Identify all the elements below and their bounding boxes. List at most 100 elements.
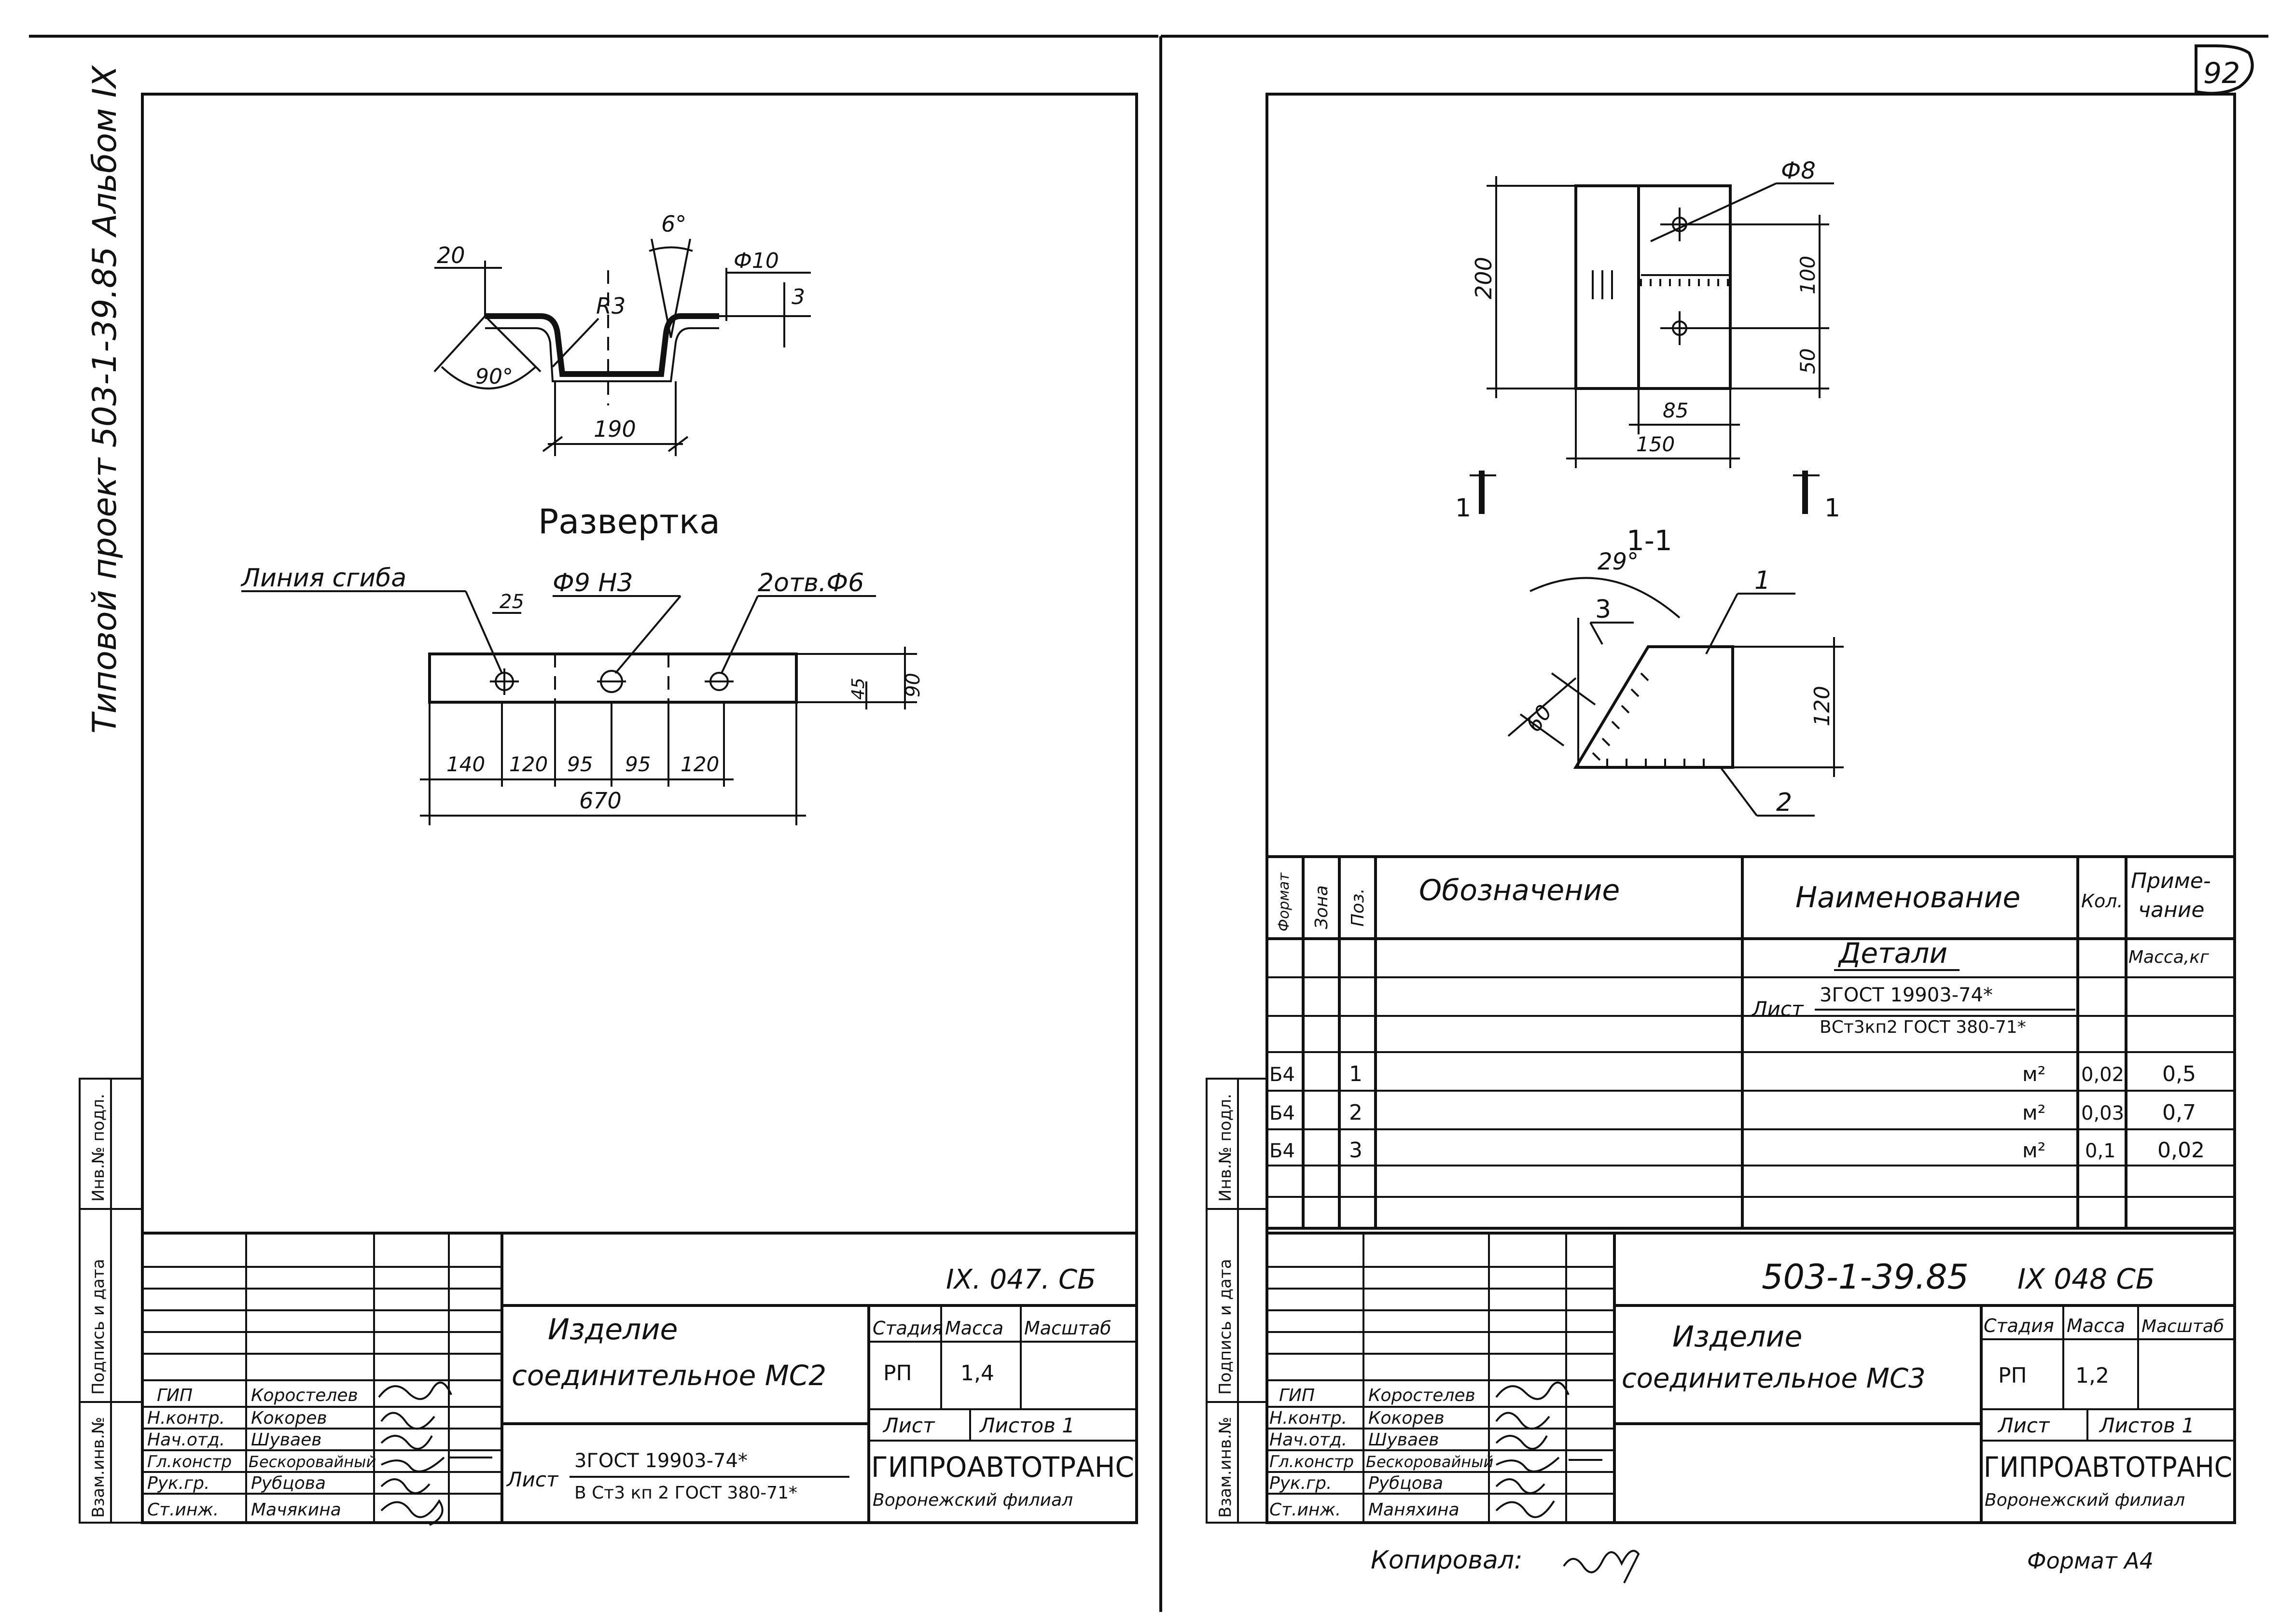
svg-text:Масштаб: Масштаб (2141, 1317, 2224, 1336)
svg-text:ГИП: ГИП (1279, 1386, 1315, 1405)
left-title-block: IX. 047. СБ Изделие соединительное МС2 С… (142, 1233, 1137, 1526)
svg-text:R3: R3 (596, 293, 626, 319)
svg-text:Б4: Б4 (1269, 1064, 1295, 1086)
svg-text:3: 3 (1595, 595, 1611, 624)
svg-text:Приме-: Приме- (2131, 869, 2211, 893)
svg-text:Ф8: Ф8 (1781, 157, 1816, 184)
svg-text:Изделие: Изделие (548, 1313, 678, 1346)
svg-text:2: 2 (1349, 1100, 1362, 1125)
right-side-stamp: Взам.инв.№ Подпись и дата Инв.№ подл. (1206, 1078, 1268, 1524)
svg-text:6°: 6° (661, 211, 686, 237)
svg-text:90: 90 (902, 673, 924, 697)
svg-text:соединительное МС2: соединительное МС2 (512, 1359, 826, 1392)
svg-text:чание: чание (2138, 898, 2204, 922)
svg-text:Поз.: Поз. (1348, 888, 1368, 927)
svg-text:Воронежский филиал: Воронежский филиал (1985, 1490, 2185, 1510)
svg-text:200: 200 (1471, 257, 1497, 299)
svg-text:150: 150 (1636, 432, 1675, 456)
right-title-block: 503-1-39.85 IX 048 СБ Изделие соединител… (1267, 1232, 2235, 1523)
svg-text:Листов 1: Листов 1 (979, 1414, 1075, 1437)
svg-text:29°: 29° (1598, 548, 1639, 575)
svg-text:Ст.инж.: Ст.инж. (147, 1500, 219, 1520)
svg-text:3: 3 (1349, 1138, 1362, 1163)
svg-text:Коростелев: Коростелев (1368, 1386, 1475, 1405)
svg-text:м²: м² (2022, 1062, 2046, 1086)
svg-text:2отв.Ф6: 2отв.Ф6 (758, 569, 864, 597)
svg-text:45: 45 (848, 678, 868, 700)
svg-text:В Ст3 кп 2 ГОСТ 380-71*: В Ст3 кп 2 ГОСТ 380-71* (574, 1483, 797, 1503)
left-bent-profile: 190 90° 20 R3 6° Ф10 3 (433, 211, 811, 456)
svg-text:25: 25 (500, 591, 524, 613)
svg-text:190: 190 (594, 416, 636, 442)
svg-text:3ГОСТ 19903-74*: 3ГОСТ 19903-74* (1820, 984, 1993, 1006)
svg-text:Гл.констр: Гл.констр (1269, 1452, 1354, 1471)
left-side-stamp: Взам.инв.№ Подпись и дата Инв.№ подл. (79, 1078, 143, 1524)
svg-text:Воронежский филиал: Воронежский филиал (873, 1490, 1073, 1510)
svg-text:Рубцова: Рубцова (1368, 1473, 1443, 1493)
svg-text:1,4: 1,4 (960, 1361, 994, 1386)
svg-text:Масса: Масса (2067, 1315, 2125, 1336)
svg-text:РП: РП (1998, 1363, 2027, 1388)
svg-text:Ф9 Н3: Ф9 Н3 (553, 569, 633, 597)
signatures (378, 1381, 492, 1526)
svg-text:Лист: Лист (882, 1414, 935, 1437)
svg-text:Взам.инв.№: Взам.инв.№ (1216, 1417, 1235, 1518)
svg-text:Изделие: Изделие (1672, 1320, 1802, 1354)
spec-table: Формат Зона Поз. Обозначение Наименовани… (1267, 855, 2235, 1230)
svg-text:0,03: 0,03 (2081, 1102, 2124, 1124)
development-title: Развертка (538, 502, 720, 541)
svg-text:0,7: 0,7 (2162, 1100, 2196, 1125)
svg-text:Б4: Б4 (1269, 1140, 1295, 1162)
svg-text:IX. 047. СБ: IX. 047. СБ (946, 1264, 1096, 1295)
copied-by: Копировал: (1371, 1546, 1523, 1575)
svg-text:85: 85 (1663, 399, 1688, 422)
svg-text:Рубцова: Рубцова (251, 1473, 326, 1493)
svg-text:Рук.гр.: Рук.гр. (1269, 1473, 1332, 1493)
svg-text:Лист: Лист (1997, 1414, 2050, 1437)
left-development: Линия сгиба 25 Ф9 Н3 2отв.Ф6 90 45 (240, 564, 924, 825)
svg-text:120: 120 (681, 752, 719, 776)
svg-text:0,02: 0,02 (2157, 1138, 2205, 1163)
svg-text:IX 048 СБ: IX 048 СБ (2017, 1263, 2155, 1295)
svg-text:Наименование: Наименование (1795, 881, 2020, 915)
svg-text:Коростелев: Коростелев (251, 1386, 358, 1405)
svg-text:0,02: 0,02 (2081, 1064, 2124, 1086)
svg-text:90°: 90° (475, 364, 513, 389)
svg-text:120: 120 (509, 752, 548, 776)
svg-text:Детали: Детали (1837, 937, 1947, 970)
svg-text:Зона: Зона (1312, 885, 1332, 929)
svg-text:Формат: Формат (1276, 872, 1293, 931)
svg-text:ГИПРОАВТОТРАНС: ГИПРОАВТОТРАНС (871, 1451, 1134, 1484)
svg-text:100: 100 (1796, 256, 1820, 294)
svg-text:50: 50 (1796, 348, 1820, 374)
right-sheet: Взам.инв.№ Подпись и дата Инв.№ подл. Ф8 (1206, 93, 2236, 1583)
svg-text:Листов 1: Листов 1 (2099, 1414, 2195, 1437)
right-front-view: Ф8 200 100 50 85 150 1 (1455, 157, 1840, 557)
svg-text:140: 140 (446, 752, 485, 776)
svg-text:м²: м² (2022, 1138, 2046, 1162)
svg-text:Ст.инж.: Ст.инж. (1269, 1500, 1341, 1520)
svg-text:2: 2 (1776, 788, 1792, 817)
svg-text:Инв.№ подл.: Инв.№ подл. (1216, 1094, 1235, 1202)
svg-text:1: 1 (1455, 494, 1471, 523)
svg-text:Маняхина: Маняхина (1368, 1500, 1460, 1520)
svg-text:503-1-39.85: 503-1-39.85 (1762, 1257, 1969, 1297)
svg-text:0,1: 0,1 (2085, 1140, 2116, 1162)
svg-text:Лист: Лист (506, 1468, 559, 1491)
svg-text:РП: РП (883, 1361, 912, 1386)
svg-text:Подпись и дата: Подпись и дата (89, 1259, 108, 1395)
svg-text:Шуваев: Шуваев (1368, 1430, 1439, 1450)
svg-text:Ф10: Ф10 (734, 249, 779, 273)
copier-signature (1563, 1550, 1640, 1583)
svg-text:Гл.констр: Гл.констр (147, 1452, 232, 1471)
note-header-bound: Приме- чание (2131, 931, 2135, 932)
svg-text:Масса: Масса (945, 1318, 1003, 1339)
svg-text:95: 95 (567, 752, 593, 776)
svg-text:Н.контр.: Н.контр. (147, 1408, 225, 1428)
svg-text:3: 3 (792, 285, 805, 309)
svg-text:Кокорев: Кокорев (1368, 1408, 1445, 1428)
svg-text:Нач.отд.: Нач.отд. (1269, 1430, 1347, 1450)
svg-text:Нач.отд.: Нач.отд. (147, 1430, 225, 1450)
left-sheet: Взам.инв.№ Подпись и дата Инв.№ подл. 19… (79, 93, 1138, 1526)
